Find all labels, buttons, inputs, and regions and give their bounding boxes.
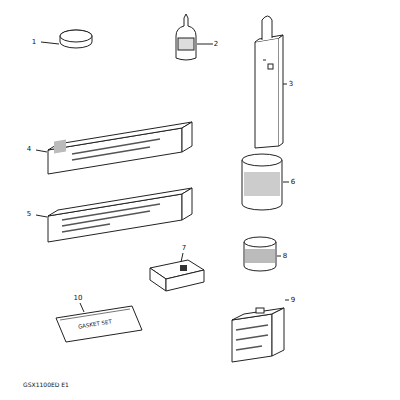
drawing-code: GSX1100ED E1 [23, 382, 69, 388]
callout-number: 10 [74, 295, 83, 302]
callout-number: 4 [27, 146, 31, 153]
callout-number: 1 [32, 39, 36, 46]
callout-number: 8 [283, 253, 287, 260]
callout-number: 7 [182, 245, 186, 252]
callout-number: 9 [291, 297, 295, 304]
callout-number: 3 [289, 81, 293, 88]
callout-number: 5 [27, 211, 31, 218]
callout-number: 2 [214, 41, 218, 48]
callout-number: 6 [291, 179, 295, 186]
